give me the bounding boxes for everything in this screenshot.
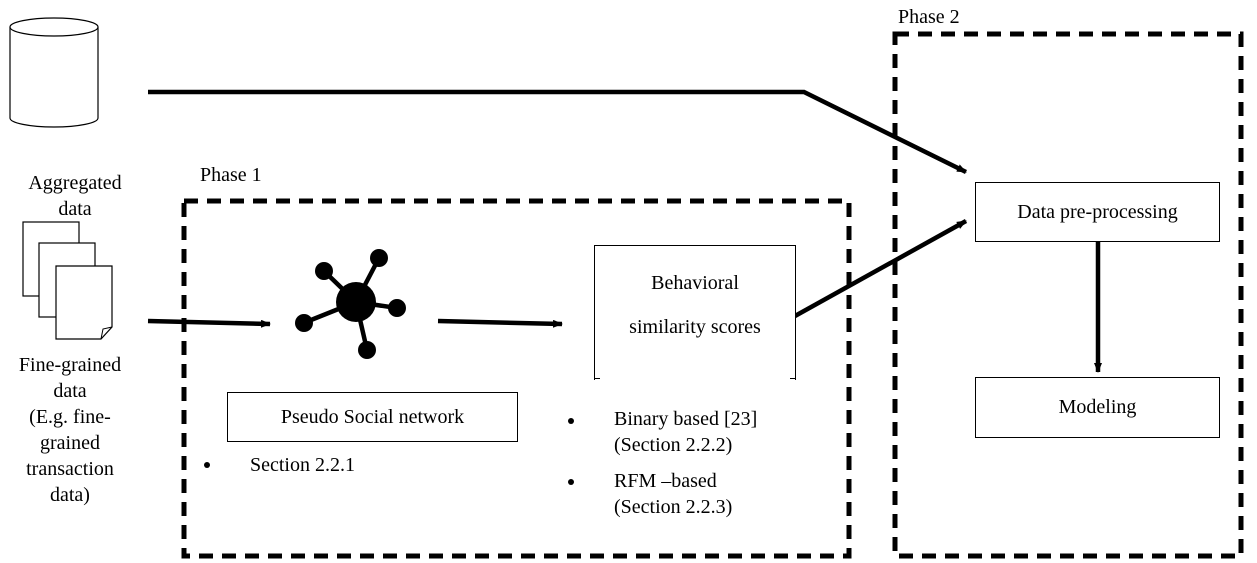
modeling-label: Modeling bbox=[1058, 396, 1137, 418]
fine-grained-line: data bbox=[53, 380, 87, 402]
phase2-frame bbox=[892, 31, 1244, 559]
arrow-finegrained-to-network bbox=[147, 318, 271, 328]
similarity-scores-box: Behavioral similarity scores bbox=[594, 245, 796, 380]
data-preprocessing-label: Data pre-processing bbox=[1017, 201, 1178, 223]
fine-grained-line: grained bbox=[40, 432, 100, 454]
fine-grained-line: Fine-grained bbox=[18, 354, 122, 376]
similarity-box-corner bbox=[594, 378, 600, 379]
arrow-aggregated-to-preprocessing bbox=[148, 89, 967, 175]
fine-grained-line: (E.g. fine- bbox=[29, 406, 111, 428]
fine-grained-line: data) bbox=[50, 484, 90, 506]
pseudo-social-network-box: Pseudo Social network bbox=[227, 392, 518, 442]
similarity-label-line2: similarity scores bbox=[629, 316, 761, 338]
aggregated-label-line1: Aggregated bbox=[28, 172, 122, 194]
aggregated-data-label: Aggregated data bbox=[0, 170, 150, 222]
fine-grained-data-label: Fine-grained data (E.g. fine- grained tr… bbox=[0, 352, 140, 508]
bullet-icon bbox=[568, 418, 574, 424]
network-icon bbox=[295, 249, 406, 359]
pseudo-social-network-label: Pseudo Social network bbox=[280, 406, 465, 428]
database-icon bbox=[9, 17, 99, 128]
fine-grained-line: transaction bbox=[26, 458, 114, 480]
similarity-bullet-2-line2: (Section 2.2.3) bbox=[614, 496, 733, 518]
phase1-label: Phase 1 bbox=[200, 164, 262, 186]
modeling-box: Modeling bbox=[975, 377, 1220, 438]
phase2-label: Phase 2 bbox=[898, 6, 960, 28]
similarity-bullet-1-line1: Binary based [23] bbox=[614, 408, 758, 430]
similarity-bullet-2-line1: RFM –based bbox=[614, 470, 717, 492]
similarity-label-line1: Behavioral bbox=[651, 272, 739, 294]
similarity-box-corner bbox=[790, 378, 796, 379]
documents-icon bbox=[22, 221, 113, 340]
bullet-icon bbox=[204, 462, 210, 468]
aggregated-label-line2: data bbox=[58, 198, 92, 220]
arrow-similarity-to-preprocessing bbox=[775, 219, 968, 328]
phase1-frame bbox=[181, 198, 852, 559]
data-preprocessing-box: Data pre-processing bbox=[975, 182, 1220, 242]
pseudo-network-bullet: Section 2.2.1 bbox=[250, 454, 355, 476]
bullet-icon bbox=[568, 479, 574, 485]
similarity-bullet-1-line2: (Section 2.2.2) bbox=[614, 434, 733, 456]
arrow-network-to-similarity bbox=[437, 318, 563, 328]
